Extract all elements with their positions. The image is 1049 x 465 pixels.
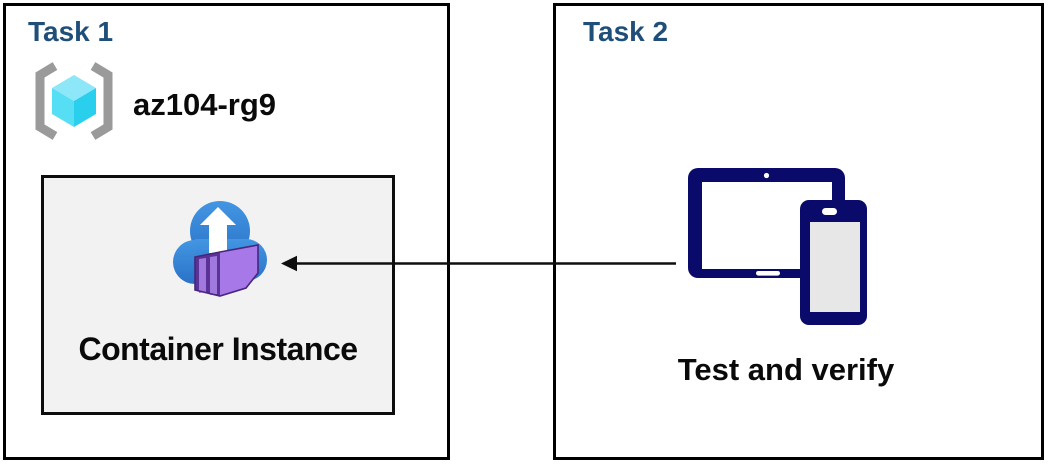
arrow-left-icon bbox=[281, 255, 676, 272]
tablet-home-button bbox=[756, 271, 780, 276]
devices-label: Test and verify bbox=[677, 352, 895, 387]
container-instance-label: Container Instance bbox=[78, 331, 358, 367]
upload-arrow bbox=[200, 207, 236, 253]
task2-box: Task 2 Test and verify bbox=[553, 3, 1044, 460]
task1-box: Task 1 az104-rg9 bbox=[3, 3, 450, 460]
resource-group-name: az104-rg9 bbox=[133, 87, 277, 122]
tablet-camera-dot bbox=[763, 172, 770, 179]
task2-title: Task 2 bbox=[583, 16, 669, 47]
container-instance-icon bbox=[173, 201, 267, 297]
resource-group-icon bbox=[35, 62, 113, 140]
task1-title: Task 1 bbox=[28, 16, 114, 47]
devices-icon bbox=[688, 168, 867, 325]
phone-screen bbox=[810, 222, 860, 312]
container-instance-box: Container Instance bbox=[41, 175, 395, 415]
phone-speaker bbox=[822, 208, 837, 215]
